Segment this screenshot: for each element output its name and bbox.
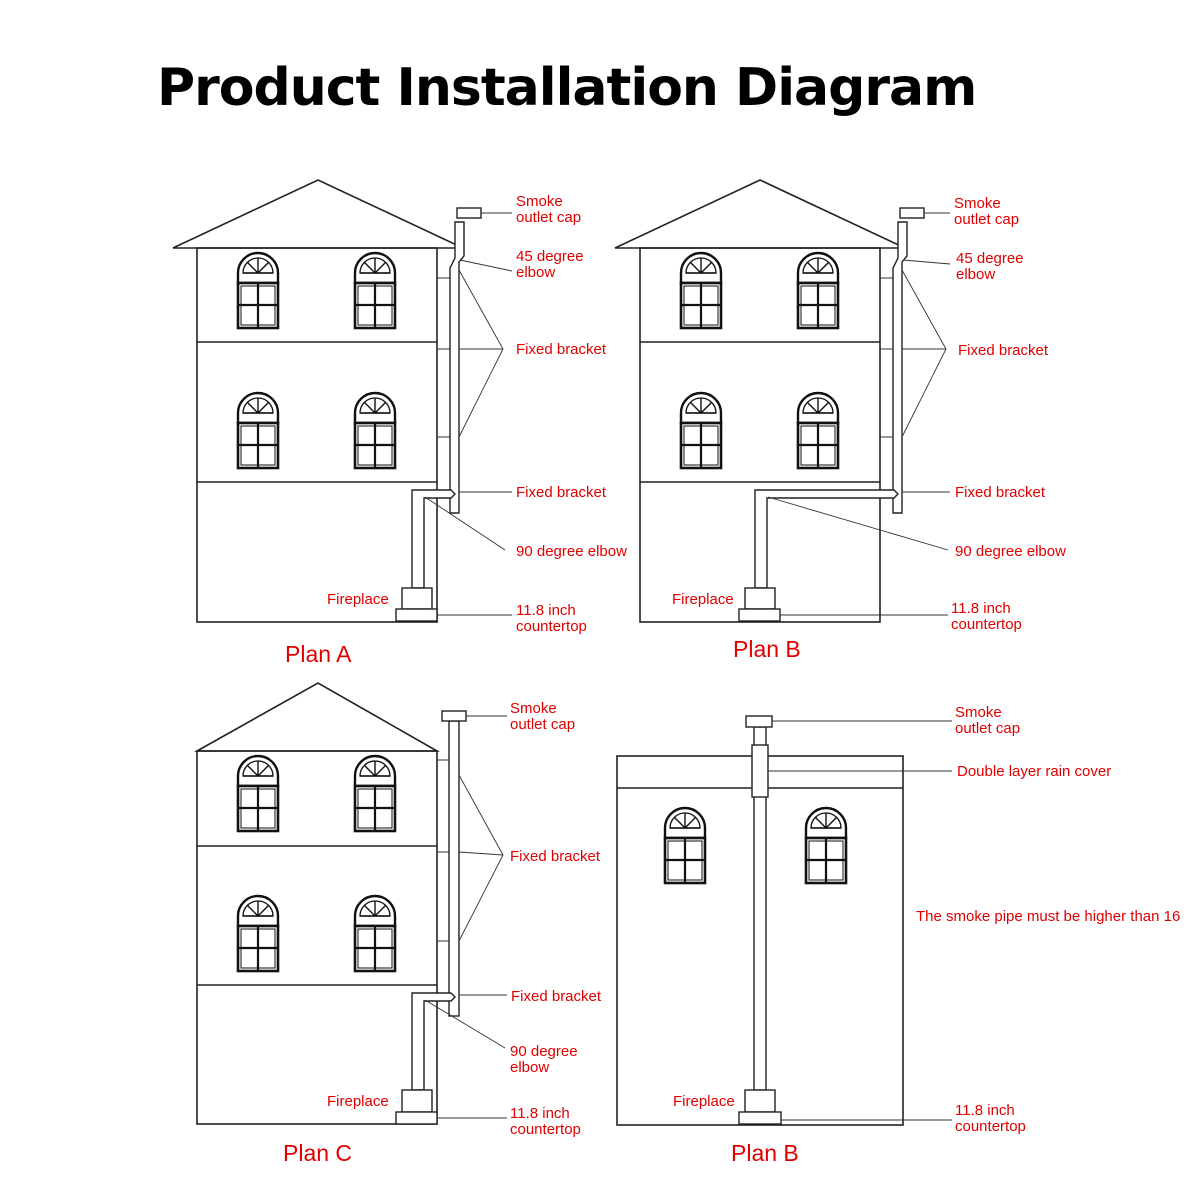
countertop-label: countertop bbox=[955, 1118, 1026, 1135]
smoke-cap-label: outlet cap bbox=[955, 720, 1020, 737]
window bbox=[679, 251, 723, 330]
elbow-45-label: elbow bbox=[956, 266, 995, 283]
smoke-cap bbox=[745, 715, 773, 728]
smoke-cap-label: Smoke bbox=[516, 193, 563, 210]
plan-title: Plan A bbox=[285, 641, 352, 667]
fixed-bracket-label: Fixed bracket bbox=[958, 342, 1049, 359]
countertop-label: 11.8 inch bbox=[510, 1105, 570, 1122]
smoke-cap bbox=[441, 710, 467, 722]
window bbox=[236, 391, 280, 470]
horizontal-pipe bbox=[411, 489, 456, 589]
fireplace-label: Fireplace bbox=[673, 1093, 735, 1110]
panel-plan-b-single-storey: Smoke outlet cap Double layer rain cover… bbox=[616, 704, 1180, 1166]
building bbox=[196, 750, 438, 1125]
rain-cover-label: Double layer rain cover bbox=[957, 763, 1111, 780]
fixed-bracket-label: Fixed bracket bbox=[511, 988, 602, 1005]
roof bbox=[614, 179, 906, 249]
panel-plan-b: Smoke outlet cap 45 degree elbow Fixed b… bbox=[614, 179, 1066, 662]
countertop bbox=[395, 608, 438, 622]
panel-plan-c: Smoke outlet cap Fixed bracket Fixed bra… bbox=[193, 682, 602, 1166]
roof bbox=[193, 682, 441, 752]
fireplace-label: Fireplace bbox=[327, 591, 389, 608]
fireplace-label: Fireplace bbox=[672, 591, 734, 608]
smoke-cap bbox=[456, 207, 482, 219]
building bbox=[639, 247, 881, 623]
smoke-cap-label: outlet cap bbox=[954, 211, 1019, 228]
window bbox=[353, 894, 397, 973]
countertop-label: countertop bbox=[516, 618, 587, 635]
elbow-90-label: 90 degree bbox=[510, 1043, 578, 1060]
plan-title: Plan B bbox=[731, 1140, 799, 1166]
plan-title: Plan C bbox=[283, 1140, 352, 1166]
horizontal-pipe bbox=[754, 489, 899, 589]
chimney-pipe bbox=[448, 720, 460, 1017]
countertop-label: 11.8 inch bbox=[955, 1102, 1015, 1119]
smoke-cap bbox=[899, 207, 925, 219]
elbow-90-label: 90 degree elbow bbox=[516, 543, 627, 560]
fixed-bracket-label: Fixed bracket bbox=[510, 848, 601, 865]
window bbox=[796, 391, 840, 470]
elbow-90-label: elbow bbox=[510, 1059, 549, 1076]
window bbox=[663, 806, 707, 885]
smoke-cap-label: Smoke bbox=[954, 195, 1001, 212]
page-title: Product Installation Diagram bbox=[157, 58, 977, 118]
fixed-bracket-label: Fixed bracket bbox=[516, 484, 607, 501]
elbow-45-label: 45 degree bbox=[956, 250, 1024, 267]
elbow-90-label: 90 degree elbow bbox=[955, 543, 1066, 560]
window bbox=[353, 754, 397, 833]
elbow-45-label: 45 degree bbox=[516, 248, 584, 265]
window bbox=[236, 894, 280, 973]
fixed-bracket-label: Fixed bracket bbox=[516, 341, 607, 358]
elbow-45-label: elbow bbox=[516, 264, 555, 281]
smoke-cap-label: Smoke bbox=[510, 700, 557, 717]
plan-title: Plan B bbox=[733, 636, 801, 662]
window bbox=[796, 251, 840, 330]
smoke-cap-label: Smoke bbox=[955, 704, 1002, 721]
window bbox=[236, 251, 280, 330]
countertop bbox=[738, 1111, 782, 1125]
chimney-pipe bbox=[892, 221, 908, 514]
countertop-label: 11.8 inch bbox=[516, 602, 576, 619]
countertop bbox=[395, 1111, 438, 1125]
height-note: The smoke pipe must be higher than 16 bbox=[916, 908, 1180, 925]
window bbox=[804, 806, 848, 885]
fixed-bracket-label: Fixed bracket bbox=[955, 484, 1046, 501]
window bbox=[353, 251, 397, 330]
building bbox=[196, 247, 438, 623]
panel-plan-a: Smoke outlet cap 45 degree elbow Fixed b… bbox=[172, 179, 627, 667]
fireplace-box bbox=[744, 1089, 776, 1113]
countertop bbox=[738, 608, 781, 622]
fireplace-box bbox=[744, 587, 776, 610]
roof bbox=[172, 179, 464, 249]
countertop-label: countertop bbox=[510, 1121, 581, 1138]
window bbox=[236, 754, 280, 833]
countertop-label: countertop bbox=[951, 616, 1022, 633]
countertop-label: 11.8 inch bbox=[951, 600, 1011, 617]
fireplace-label: Fireplace bbox=[327, 1093, 389, 1110]
fireplace-box bbox=[401, 1089, 433, 1113]
chimney-pipe bbox=[449, 221, 465, 514]
rain-cover bbox=[751, 744, 769, 798]
window bbox=[353, 391, 397, 470]
smoke-cap-label: outlet cap bbox=[510, 716, 575, 733]
fireplace-box bbox=[401, 587, 433, 610]
smoke-cap-label: outlet cap bbox=[516, 209, 581, 226]
window bbox=[679, 391, 723, 470]
